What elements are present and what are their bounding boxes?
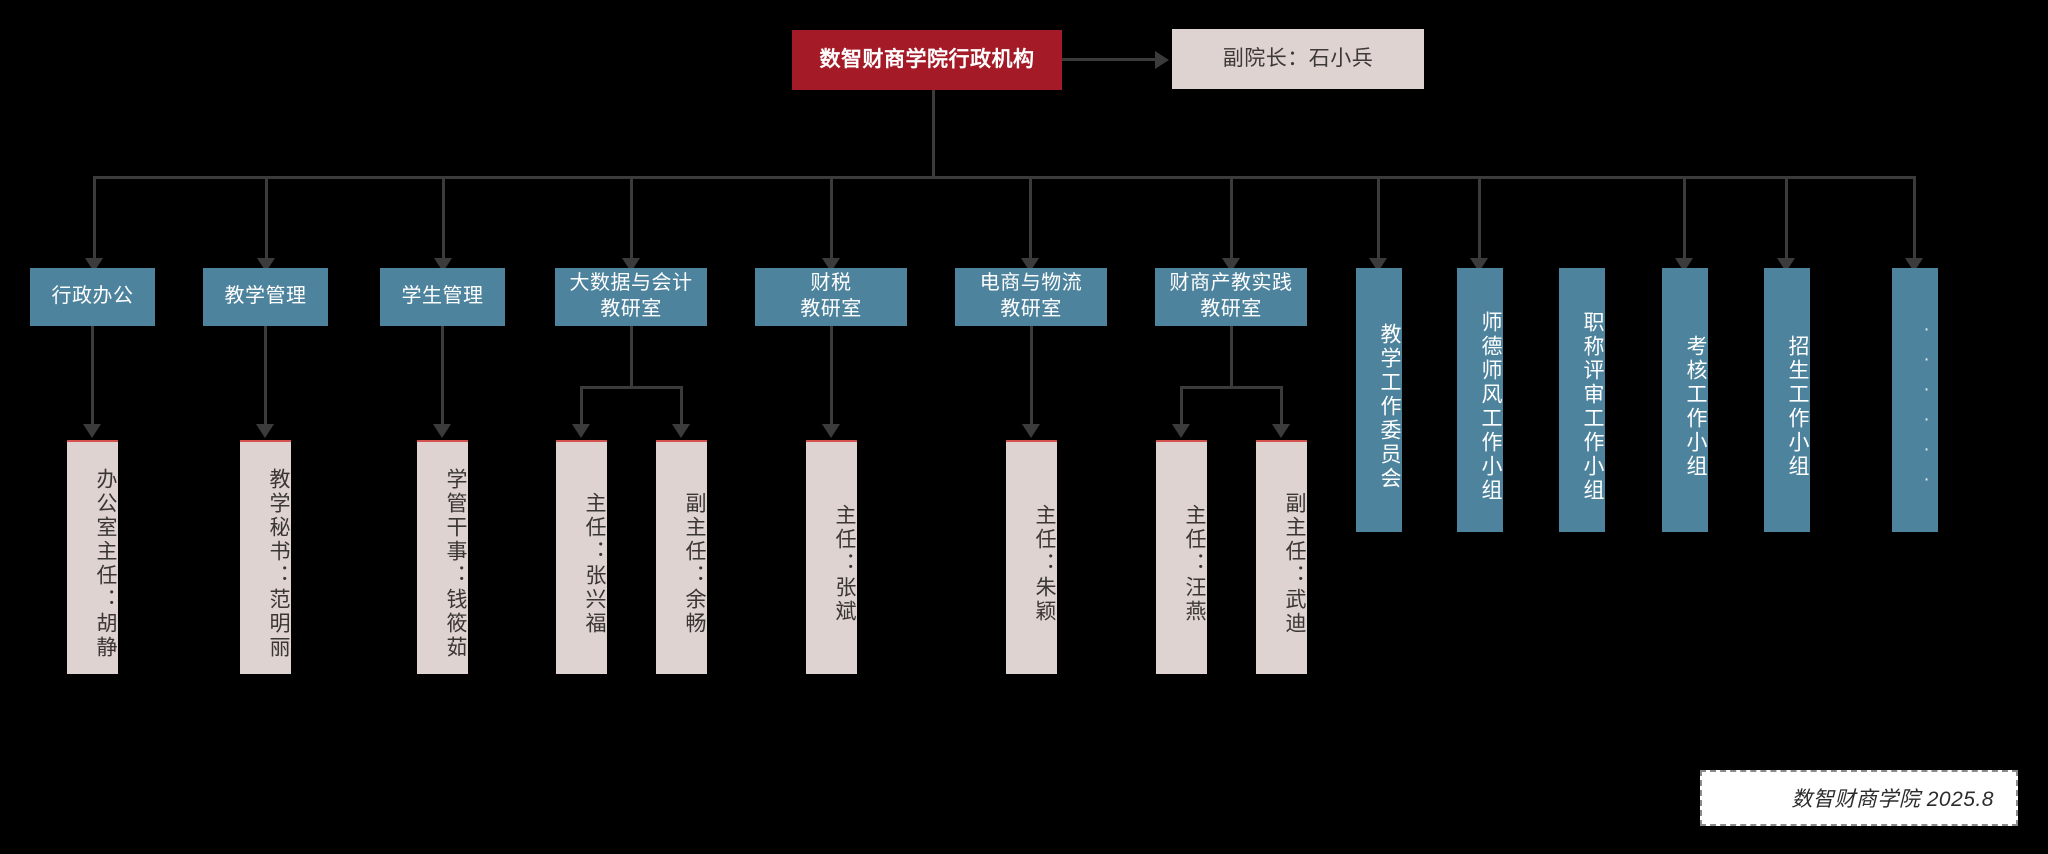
staff-node-6[interactable]: 主任：朱颖 bbox=[1006, 440, 1057, 674]
dept-label-2: 学生管理 bbox=[401, 285, 484, 308]
dept-node-3[interactable]: 大数据与会计 教研室 bbox=[555, 268, 707, 326]
connector-bus-to-dept-1 bbox=[265, 176, 268, 264]
committee-node-0[interactable]: 教学工作委员会 bbox=[1356, 268, 1402, 532]
staff-node-7[interactable]: 主任：汪燕 bbox=[1156, 440, 1207, 674]
arrowhead-staff-4 bbox=[672, 424, 690, 438]
staff-node-3[interactable]: 主任：张兴福 bbox=[556, 440, 607, 674]
dept-label-0: 行政办公 bbox=[51, 285, 134, 308]
footer-stamp: 数智财商学院 2025.8 bbox=[1700, 770, 2018, 826]
arrowhead-staff-7 bbox=[1172, 424, 1190, 438]
connector-dept3-right-drop bbox=[680, 386, 683, 430]
staff-node-8[interactable]: 副主任：武迪 bbox=[1256, 440, 1307, 674]
committee-node-2[interactable]: 职称评审工作小组 bbox=[1559, 268, 1605, 532]
staff-node-2[interactable]: 学管干事：钱筱茹 bbox=[417, 440, 468, 674]
dept-node-1[interactable]: 教学管理 bbox=[203, 268, 328, 326]
connector-dept4-to-staff5 bbox=[830, 326, 833, 430]
connector-dept1-to-staff1 bbox=[264, 326, 267, 430]
connector-bus-to-committee-5 bbox=[1913, 176, 1916, 264]
committee-node-3[interactable]: 考核工作小组 bbox=[1662, 268, 1708, 532]
dept-label-1: 教学管理 bbox=[224, 285, 307, 308]
connector-bus-to-dept-6 bbox=[1230, 176, 1233, 264]
connector-bus-to-committee-3 bbox=[1683, 176, 1686, 264]
connector-bus-to-dept-0 bbox=[93, 176, 96, 264]
dept-node-6[interactable]: 财商产教实践 教研室 bbox=[1155, 268, 1307, 326]
connector-bus-to-dept-5 bbox=[1029, 176, 1032, 264]
connector-bus-to-dept-4 bbox=[830, 176, 833, 264]
connector-bus-to-dept-3 bbox=[630, 176, 633, 264]
connector-dept3-crossbar bbox=[580, 386, 683, 389]
connector-dept0-to-staff0 bbox=[91, 326, 94, 430]
connector-dept6-right-drop bbox=[1280, 386, 1283, 430]
arrowhead-staff-8 bbox=[1272, 424, 1290, 438]
arrowhead-root-to-aside bbox=[1155, 51, 1169, 69]
dept-label-6: 财商产教实践 教研室 bbox=[1169, 272, 1293, 320]
connector-root-to-aside bbox=[1062, 58, 1159, 61]
arrowhead-staff-0 bbox=[83, 424, 101, 438]
staff-node-1[interactable]: 教学秘书：范明丽 bbox=[240, 440, 291, 674]
arrowhead-staff-2 bbox=[433, 424, 451, 438]
committee-node-4[interactable]: 招生工作小组 bbox=[1764, 268, 1810, 532]
connector-bus-to-committee-1 bbox=[1478, 176, 1481, 264]
connector-root-trunk bbox=[932, 90, 935, 178]
connector-dept6-stem bbox=[1230, 326, 1233, 388]
connector-bus-to-committee-0 bbox=[1377, 176, 1380, 264]
connector-main-bus bbox=[93, 176, 1916, 179]
root-node-administration[interactable]: 数智财商学院行政机构 bbox=[792, 30, 1062, 90]
dept-label-3: 大数据与会计 教研室 bbox=[569, 272, 693, 320]
dept-node-4[interactable]: 财税 教研室 bbox=[755, 268, 907, 326]
arrowhead-staff-3 bbox=[572, 424, 590, 438]
arrowhead-staff-6 bbox=[1022, 424, 1040, 438]
staff-node-0[interactable]: 办公室主任：胡静 bbox=[67, 440, 118, 674]
connector-dept5-to-staff6 bbox=[1030, 326, 1033, 430]
aside-node-vice-dean[interactable]: 副院长：石小兵 bbox=[1172, 29, 1424, 89]
staff-node-5[interactable]: 主任：张斌 bbox=[806, 440, 857, 674]
connector-dept2-to-staff2 bbox=[441, 326, 444, 430]
connector-bus-to-dept-2 bbox=[442, 176, 445, 264]
dept-node-0[interactable]: 行政办公 bbox=[30, 268, 155, 326]
dept-label-4: 财税 教研室 bbox=[800, 272, 862, 320]
connector-dept3-stem bbox=[630, 326, 633, 388]
dept-node-5[interactable]: 电商与物流 教研室 bbox=[955, 268, 1107, 326]
arrowhead-staff-5 bbox=[822, 424, 840, 438]
dept-node-2[interactable]: 学生管理 bbox=[380, 268, 505, 326]
committee-node-1[interactable]: 师德师风工作小组 bbox=[1457, 268, 1503, 532]
connector-dept6-left-drop bbox=[1180, 386, 1183, 430]
committee-node-5-ellipsis[interactable]: ······ bbox=[1892, 268, 1938, 532]
dept-label-5: 电商与物流 教研室 bbox=[979, 272, 1083, 320]
connector-dept3-left-drop bbox=[580, 386, 583, 430]
connector-bus-to-committee-4 bbox=[1785, 176, 1788, 264]
arrowhead-staff-1 bbox=[256, 424, 274, 438]
connector-dept6-crossbar bbox=[1180, 386, 1283, 389]
staff-node-4[interactable]: 副主任：余畅 bbox=[656, 440, 707, 674]
